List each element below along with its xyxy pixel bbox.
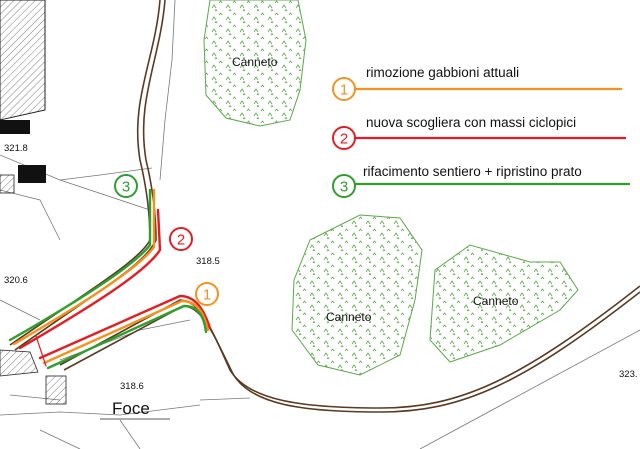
legend: 1 rimozione gabbioni attuali 2 nuova sco…: [332, 65, 630, 198]
red-connector: [35, 335, 47, 367]
reed-beds: [203, 0, 579, 376]
buildings: [0, 0, 67, 405]
svg-text:3: 3: [122, 179, 130, 196]
marker-3: 3: [114, 174, 138, 198]
svg-text:1: 1: [340, 82, 348, 99]
canneto-label: Canneto: [326, 310, 372, 324]
svg-text:2: 2: [340, 131, 348, 148]
line-3-green-upper: [8, 188, 152, 342]
legend-item-1: 1 rimozione gabbioni attuali: [332, 65, 622, 101]
line-2-red-lower: [38, 294, 212, 360]
reed-bed-southeast: [429, 244, 579, 363]
svg-text:2: 2: [177, 232, 185, 249]
reed-bed-north: [203, 0, 307, 127]
marker-2: 2: [169, 227, 193, 251]
legend-label-1: rimozione gabbioni attuali: [366, 65, 519, 80]
vegetation-labels: Canneto Canneto Canneto: [232, 55, 519, 324]
map-markers: 3 2 1: [114, 174, 219, 306]
elevation-label: 320.6: [4, 275, 28, 286]
svg-text:1: 1: [203, 287, 211, 304]
reed-bed-southwest: [291, 214, 423, 376]
canneto-label: Canneto: [232, 55, 278, 69]
line-3-green-lower: [46, 304, 208, 370]
elevation-label: 321.8: [4, 143, 28, 154]
place-label-foce: Foce: [112, 399, 150, 418]
elevation-label: 318.5: [196, 256, 220, 267]
legend-item-3: 3 rifacimento sentiero + ripristino prat…: [332, 164, 630, 198]
elevation-label: 318.6: [120, 381, 144, 392]
line-2-red-upper: [18, 208, 162, 350]
canneto-label: Canneto: [473, 294, 519, 308]
legend-label-3: rifacimento sentiero + ripristino prato: [363, 164, 582, 179]
svg-text:3: 3: [340, 179, 348, 196]
marker-1: 1: [195, 282, 219, 306]
elevation-labels: 321.8 320.6 318.5 318.6 323.: [4, 143, 638, 392]
elevation-label: 323.: [619, 369, 638, 380]
line-1-orange-upper: [12, 188, 156, 346]
line-1-orange-lower: [42, 299, 210, 365]
work-lines: [8, 188, 212, 370]
legend-item-2: 2 nuova scogliera con massi ciclopici: [332, 115, 626, 150]
legend-label-2: nuova scogliera con massi ciclopici: [366, 115, 576, 130]
